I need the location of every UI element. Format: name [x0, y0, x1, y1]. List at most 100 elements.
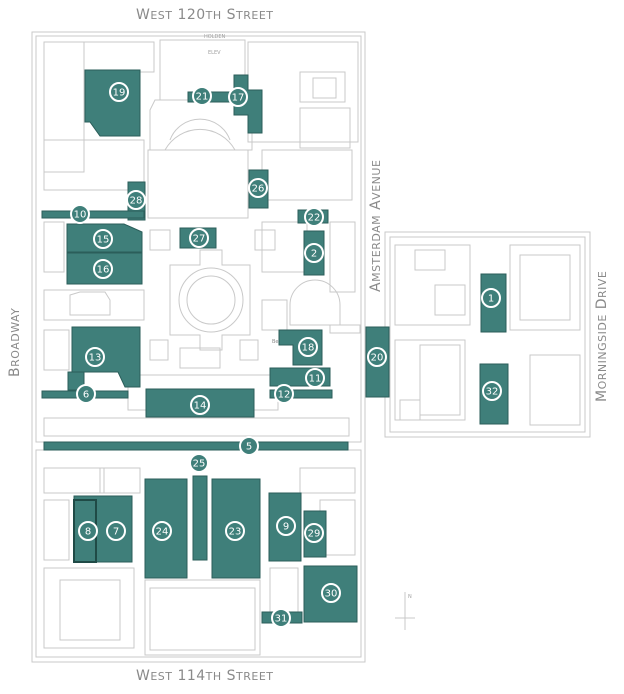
- marker-16[interactable]: 16: [93, 259, 113, 279]
- marker-20[interactable]: 20: [367, 347, 387, 367]
- marker-label: 19: [113, 88, 126, 99]
- marker-label: 9: [283, 522, 289, 533]
- marker-17[interactable]: 17: [228, 87, 248, 107]
- marker-13[interactable]: 13: [85, 347, 105, 367]
- elev-label: ELEV: [208, 50, 221, 56]
- marker-9[interactable]: 9: [276, 516, 296, 536]
- marker-label: 18: [302, 343, 315, 354]
- marker-label: 13: [89, 353, 102, 364]
- marker-7[interactable]: 7: [106, 521, 126, 541]
- marker-2[interactable]: 2: [304, 243, 324, 263]
- marker-30[interactable]: 30: [321, 583, 341, 603]
- marker-label: 6: [83, 390, 89, 401]
- marker-32[interactable]: 32: [482, 381, 502, 401]
- marker-6[interactable]: 6: [76, 384, 96, 404]
- marker-27[interactable]: 27: [189, 228, 209, 248]
- marker-label: 15: [97, 235, 110, 246]
- marker-circle[interactable]: [248, 178, 268, 198]
- marker-26[interactable]: 26: [248, 178, 268, 198]
- marker-circle[interactable]: [304, 207, 324, 227]
- marker-14[interactable]: 14: [190, 395, 210, 415]
- marker-21[interactable]: 21: [192, 86, 212, 106]
- marker-circle[interactable]: [239, 436, 259, 456]
- marker-label: 16: [97, 265, 110, 276]
- marker-1[interactable]: 1: [481, 288, 501, 308]
- marker-8[interactable]: 8: [78, 521, 98, 541]
- marker-circle[interactable]: [93, 229, 113, 249]
- marker-label: 30: [325, 589, 338, 600]
- marker-15[interactable]: 15: [93, 229, 113, 249]
- building-3: [192, 475, 208, 561]
- marker-circle[interactable]: [152, 521, 172, 541]
- marker-label: 24: [156, 527, 169, 538]
- marker-label: 22: [308, 213, 321, 224]
- marker-label: 23: [229, 527, 242, 538]
- marker-circle[interactable]: [189, 228, 209, 248]
- holden-label: HOLDEN: [204, 34, 225, 40]
- marker-circle[interactable]: [109, 82, 129, 102]
- marker-label: 27: [193, 234, 206, 245]
- marker-31[interactable]: 31: [271, 608, 291, 628]
- marker-circle[interactable]: [298, 337, 318, 357]
- marker-28[interactable]: 28: [126, 190, 146, 210]
- marker-10[interactable]: 10: [70, 204, 90, 224]
- marker-25[interactable]: 25: [189, 453, 209, 473]
- marker-label: 12: [278, 390, 291, 401]
- marker-label: 7: [113, 527, 119, 538]
- building-10: [41, 210, 145, 219]
- marker-circle[interactable]: [228, 87, 248, 107]
- marker-circle[interactable]: [305, 368, 325, 388]
- marker-label: 32: [486, 387, 499, 398]
- marker-label: 8: [85, 527, 91, 538]
- marker-circle[interactable]: [76, 384, 96, 404]
- marker-label: 14: [194, 401, 207, 412]
- marker-circle[interactable]: [78, 521, 98, 541]
- marker-24[interactable]: 24: [152, 521, 172, 541]
- building-5: [43, 441, 349, 451]
- compass-north-label: N: [408, 594, 412, 600]
- marker-5[interactable]: 5: [239, 436, 259, 456]
- marker-11[interactable]: 11: [305, 368, 325, 388]
- marker-circle[interactable]: [304, 243, 324, 263]
- building-19: [84, 69, 141, 137]
- marker-label: 20: [371, 353, 384, 364]
- marker-circle[interactable]: [126, 190, 146, 210]
- marker-circle[interactable]: [276, 516, 296, 536]
- marker-12[interactable]: 12: [274, 384, 294, 404]
- marker-circle[interactable]: [85, 347, 105, 367]
- marker-29[interactable]: 29: [304, 523, 324, 543]
- marker-circle[interactable]: [321, 583, 341, 603]
- street-label-north: WEST 120TH STREET: [136, 7, 274, 23]
- marker-19[interactable]: 19: [109, 82, 129, 102]
- marker-label: 21: [196, 92, 209, 103]
- marker-circle[interactable]: [304, 523, 324, 543]
- marker-circle[interactable]: [482, 381, 502, 401]
- marker-label: 31: [275, 614, 288, 625]
- marker-label: 17: [232, 93, 245, 104]
- marker-circle[interactable]: [189, 453, 209, 473]
- street-label-south: WEST 114TH STREET: [136, 668, 274, 684]
- marker-label: 1: [488, 294, 494, 305]
- marker-circle[interactable]: [271, 608, 291, 628]
- marker-label: 5: [246, 442, 252, 453]
- marker-label: 25: [193, 459, 206, 470]
- marker-circle[interactable]: [481, 288, 501, 308]
- marker-circle[interactable]: [93, 259, 113, 279]
- marker-label: 28: [130, 196, 143, 207]
- marker-18[interactable]: 18: [298, 337, 318, 357]
- marker-circle[interactable]: [225, 521, 245, 541]
- building-13-wing: [67, 371, 85, 391]
- marker-circle[interactable]: [192, 86, 212, 106]
- marker-label: 2: [311, 249, 317, 260]
- marker-label: 29: [308, 529, 321, 540]
- marker-circle[interactable]: [190, 395, 210, 415]
- marker-circle[interactable]: [274, 384, 294, 404]
- marker-label: 11: [309, 374, 322, 385]
- marker-23[interactable]: 23: [225, 521, 245, 541]
- marker-circle[interactable]: [106, 521, 126, 541]
- marker-circle[interactable]: [70, 204, 90, 224]
- marker-circle[interactable]: [367, 347, 387, 367]
- marker-22[interactable]: 22: [304, 207, 324, 227]
